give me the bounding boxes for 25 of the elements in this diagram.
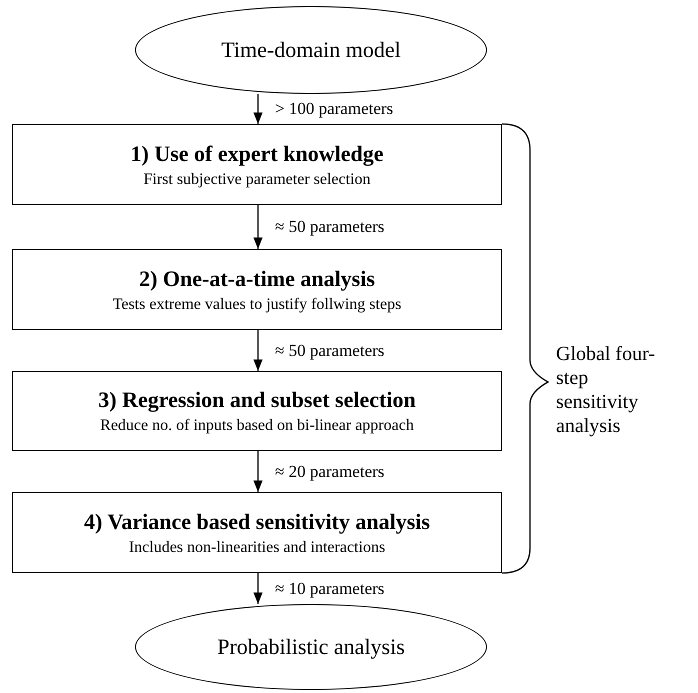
terminal-text: Time-domain model xyxy=(221,37,401,63)
process-box xyxy=(12,249,502,330)
arrow xyxy=(253,94,263,124)
edge-label: ≈ 10 parameters xyxy=(275,580,384,596)
arrow xyxy=(253,205,263,249)
arrow xyxy=(253,330,263,371)
terminal-text: Probabilistic analysis xyxy=(217,634,405,660)
process-box xyxy=(12,492,502,573)
step-title: 1) Use of expert knowledge xyxy=(130,140,384,166)
step-title: 3) Regression and subset selection xyxy=(98,387,416,413)
arrow xyxy=(253,573,263,604)
process-box xyxy=(12,371,502,451)
step-description: First subjective parameter selection xyxy=(143,170,371,188)
step-title: 4) Variance based sensitivity analysis xyxy=(84,508,430,534)
step-description: Tests extreme values to justify follwing steps xyxy=(112,296,402,314)
edge-label: ≈ 50 parameters xyxy=(275,218,384,235)
step-description: Reduce no. of inputs based on bi-linear approach xyxy=(100,417,414,435)
edge-label: ≈ 50 parameters xyxy=(275,342,384,358)
edge-label: > 100 parameters xyxy=(275,100,394,117)
edge-label: ≈ 20 parameters xyxy=(275,462,384,480)
brace-label: Global four-step sensitivity analysis xyxy=(556,342,656,438)
process-box xyxy=(12,124,502,205)
step-description: Includes non-linearities and interactions xyxy=(128,538,386,556)
step-title: 2) One-at-a-time analysis xyxy=(139,266,375,292)
arrow xyxy=(253,451,263,492)
